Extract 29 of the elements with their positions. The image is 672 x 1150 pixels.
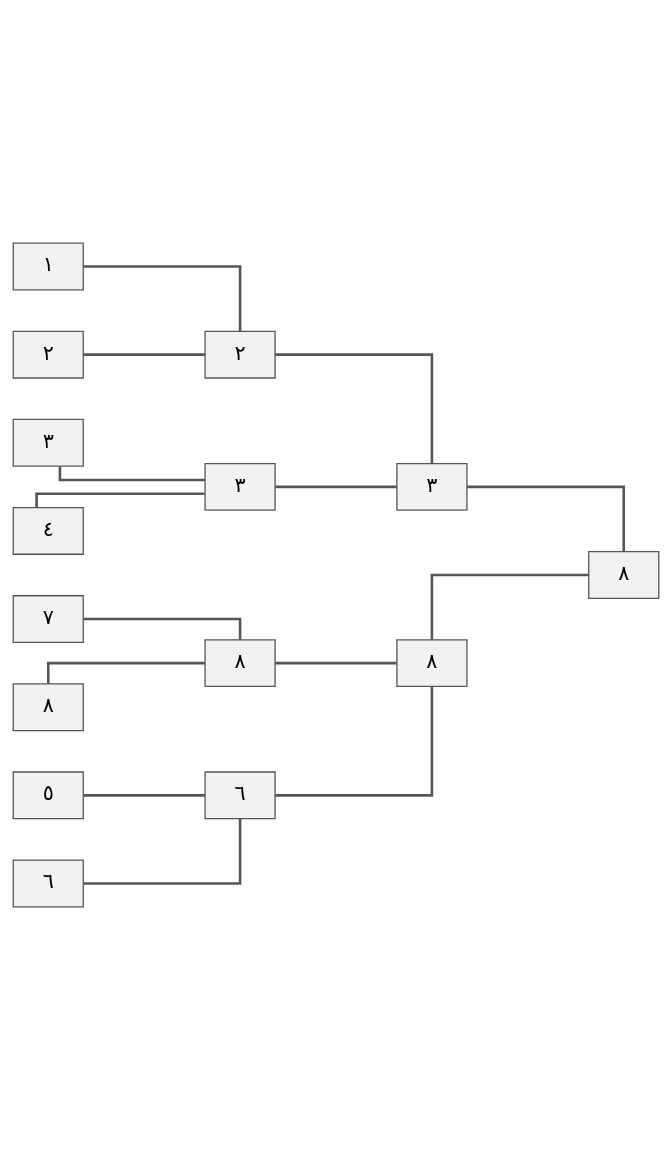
connector (83, 353, 205, 356)
node-box: ٢ (12, 330, 84, 379)
connector (46, 661, 205, 684)
node-box: ٧ (12, 595, 84, 644)
node-box: ٣ (396, 462, 468, 511)
node-box: ٥ (12, 771, 84, 820)
node-box: ٨ (588, 551, 660, 599)
connector (58, 466, 205, 482)
connector (275, 661, 397, 665)
node-box: ٨ (12, 683, 84, 732)
node-box: ٤ (12, 506, 84, 555)
connector (83, 818, 242, 885)
node-box: ١ (12, 242, 84, 291)
connector (83, 617, 242, 640)
node-box: ٦ (204, 771, 276, 820)
node-box: ٨ (204, 639, 276, 688)
connector (275, 686, 434, 797)
connector (83, 794, 205, 797)
connector (467, 485, 626, 552)
connector (83, 265, 242, 332)
connector (430, 573, 589, 640)
node-box: ٨ (396, 639, 468, 688)
node-box: ٢ (204, 330, 276, 379)
connector (275, 353, 434, 464)
node-box: ٦ (12, 859, 84, 908)
node-box: ٣ (204, 462, 276, 511)
node-box: ٣ (12, 418, 84, 467)
connector (35, 492, 205, 508)
connector (275, 485, 397, 489)
